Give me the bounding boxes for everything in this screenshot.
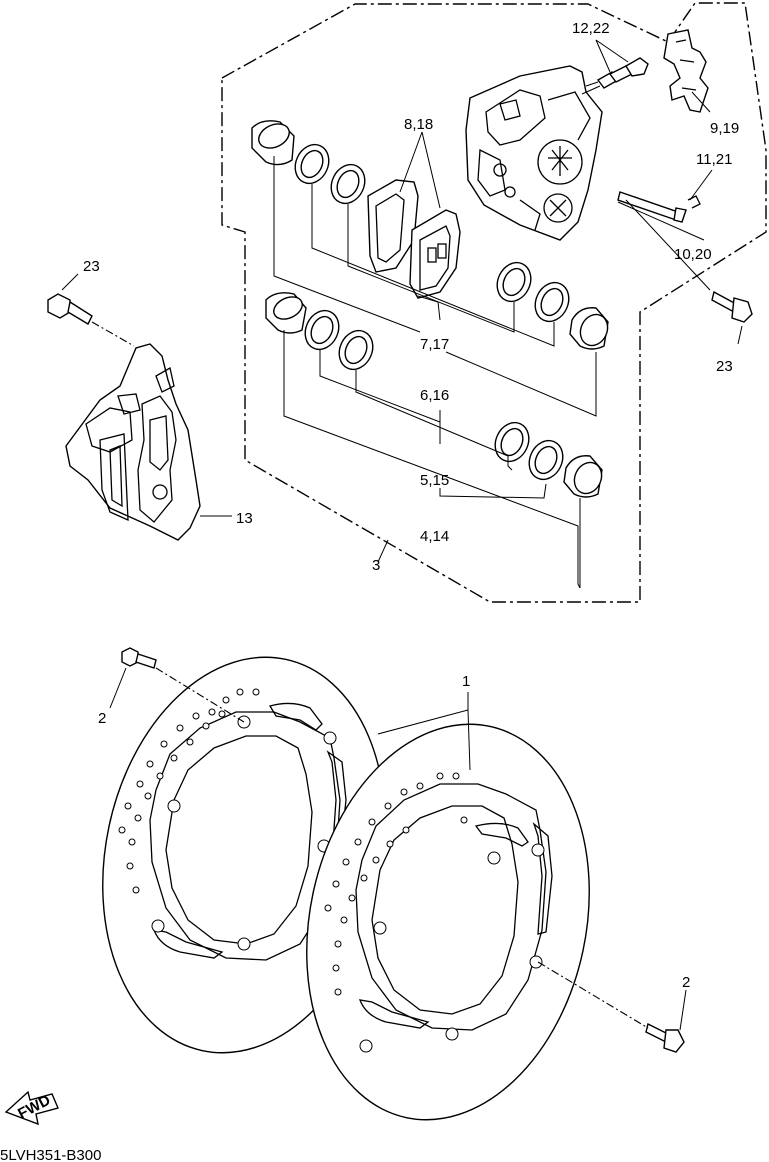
disc-bolt-right — [537, 961, 687, 1053]
assembly-leader-line — [377, 539, 389, 563]
fwd-arrow-icon — [4, 1090, 59, 1126]
label-11-21: 11,21 — [696, 151, 732, 168]
upper-leader-lines — [399, 39, 713, 241]
pistons-seals-lower — [265, 292, 603, 498]
caliper-left — [65, 343, 232, 541]
pad-pin — [617, 191, 701, 223]
caliper-body-right — [465, 65, 603, 241]
caliper-bolt-right — [625, 199, 753, 345]
caliper-assembly-boundary — [221, 2, 767, 603]
label-9-19: 9,19 — [710, 120, 739, 137]
brake-pads — [367, 179, 461, 299]
label-12-22: 12,22 — [572, 20, 610, 37]
label-2-left: 2 — [98, 710, 106, 727]
brake-disc-right — [306, 723, 590, 1121]
pad-spring — [663, 29, 709, 113]
label-4-14: 4,14 — [420, 528, 449, 545]
label-23-right: 23 — [716, 358, 733, 375]
pistons-seals-upper — [251, 120, 609, 350]
label-6-16: 6,16 — [420, 387, 449, 404]
label-3: 3 — [372, 557, 380, 574]
disc-leader-lines-2 — [467, 709, 471, 771]
label-10-20: 10,20 — [674, 246, 712, 263]
label-5-15: 5,15 — [420, 472, 449, 489]
seal-leader-lines — [273, 156, 597, 589]
label-1: 1 — [462, 673, 470, 690]
label-8-18: 8,18 — [404, 116, 433, 133]
bleed-screw — [585, 57, 649, 89]
label-23-left: 23 — [83, 258, 100, 275]
label-13: 13 — [236, 510, 253, 527]
caliper-bolt-left — [47, 273, 135, 347]
label-7-17: 7,17 — [420, 336, 449, 353]
diagram-code: 5LVH351-B300 — [0, 1147, 101, 1162]
label-2-right: 2 — [682, 974, 690, 991]
disc-bolt-left — [109, 647, 245, 723]
